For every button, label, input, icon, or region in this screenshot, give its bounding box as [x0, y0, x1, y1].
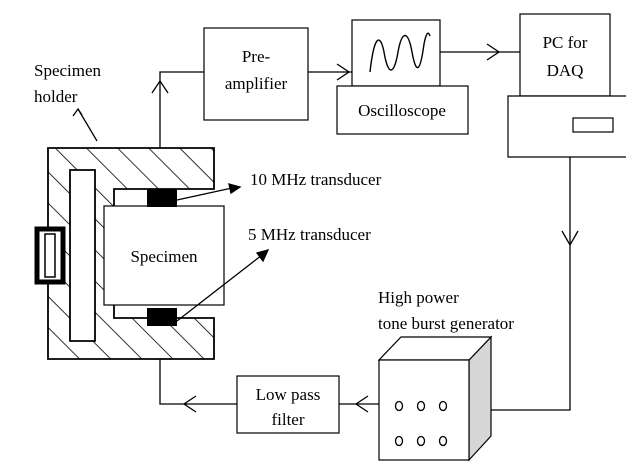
line-filter-to-holder	[159, 359, 237, 405]
oscilloscope: Oscilloscope	[336, 19, 469, 135]
transducer-5-label: 5 MHz transducer	[248, 225, 371, 244]
generator-label-line2: tone burst generator	[378, 314, 514, 333]
knob	[394, 400, 404, 412]
oscilloscope-waveform	[369, 32, 431, 73]
pc-base	[507, 95, 626, 158]
generator-front-face	[378, 359, 470, 461]
arrowhead-up	[151, 79, 169, 94]
arrowhead-left-1	[354, 395, 369, 413]
specimen-holder	[34, 147, 215, 360]
specimen-label: Specimen	[130, 247, 198, 266]
preamplifier-label-line1: Pre-	[242, 47, 271, 66]
transducer-10-label: 10 MHz transducer	[250, 170, 382, 189]
low-pass-filter-label-line1: Low pass	[256, 385, 321, 404]
low-pass-filter-box	[236, 375, 340, 434]
holder-arrow	[72, 107, 98, 142]
pc-monitor	[519, 13, 611, 97]
knob	[438, 435, 448, 447]
pc-label-line2: DAQ	[547, 61, 584, 80]
specimen-holder-label-line2: holder	[34, 87, 78, 106]
transducer-10mhz	[147, 189, 177, 207]
transducer-5-arrow	[176, 249, 270, 322]
specimen-block	[103, 205, 225, 306]
arrowhead-left-2	[182, 395, 197, 413]
arrowhead-down	[561, 230, 579, 247]
arrowhead-right-1	[336, 63, 351, 81]
low-pass-filter-label-line2: filter	[271, 410, 304, 429]
knob	[438, 400, 448, 412]
generator-label-line1: High power	[378, 288, 459, 307]
oscilloscope-screen	[351, 19, 441, 87]
transducer-5mhz	[147, 308, 177, 326]
signal-lines	[151, 43, 579, 413]
line-pc-to-generator	[491, 157, 571, 411]
oscilloscope-label: Oscilloscope	[358, 101, 446, 120]
side-window-inner	[44, 233, 56, 278]
knob	[416, 400, 426, 412]
specimen-holder-label-line1: Specimen	[34, 61, 102, 80]
oscilloscope-base	[336, 85, 469, 135]
preamplifier-box	[203, 27, 309, 121]
preamplifier-label-line2: amplifier	[225, 74, 288, 93]
arrowhead-right-2	[486, 43, 501, 61]
pc-daq: PC for DAQ	[507, 13, 626, 158]
transducer-10-arrow	[176, 183, 242, 201]
tone-burst-generator	[377, 335, 493, 462]
pc-drive-slot	[572, 117, 614, 133]
knob	[416, 435, 426, 447]
knob	[394, 435, 404, 447]
specimen-holder-body	[47, 147, 215, 360]
generator-knobs	[394, 400, 448, 447]
line-holder-to-preamp	[159, 71, 204, 148]
pc-label-line1: PC for	[543, 33, 588, 52]
